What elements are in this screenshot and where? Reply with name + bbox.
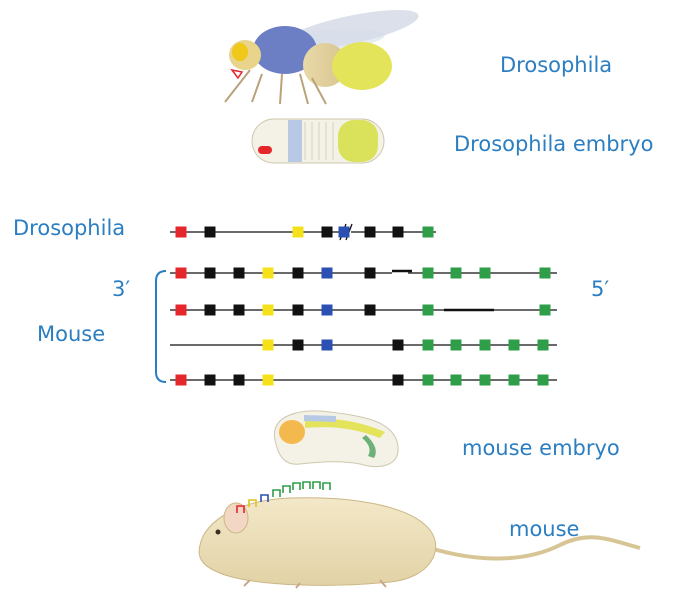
gene-row-mouse-hox-d — [170, 375, 557, 386]
gene-box-black — [293, 268, 304, 279]
fly-embryo-yellow-band — [338, 120, 378, 162]
fly-label: Drosophila — [500, 53, 612, 77]
mouse-embryo-head — [279, 420, 305, 444]
gene-box-black — [393, 340, 404, 351]
mouse-embryo-blue-band — [304, 415, 336, 422]
gene-box-blue — [322, 305, 333, 316]
mouse-bracket — [156, 271, 166, 382]
mouse-eye — [216, 530, 221, 535]
gene-box-black — [293, 305, 304, 316]
gene-box-yellow — [263, 268, 274, 279]
gene-box-red — [176, 268, 187, 279]
three-prime-label: 3′ — [112, 277, 130, 301]
gene-box-black — [234, 375, 245, 386]
gene-box-blue — [339, 227, 350, 238]
gene-box-black — [365, 268, 376, 279]
gene-box-black — [205, 227, 216, 238]
mouse-label: mouse — [509, 517, 579, 541]
gene-row-mouse-hox-a — [170, 268, 557, 279]
gene-box-green — [480, 340, 491, 351]
gene-box-black — [322, 227, 333, 238]
gene-box-green — [423, 340, 434, 351]
gene-box-green — [480, 375, 491, 386]
fly-embryo-red-mark — [258, 146, 272, 154]
gene-box-black — [365, 227, 376, 238]
fly-embryo-label: Drosophila embryo — [454, 132, 653, 156]
gene-box-green — [423, 375, 434, 386]
fly-illustration — [225, 2, 421, 104]
gene-box-black — [393, 375, 404, 386]
gene-box-black — [234, 268, 245, 279]
gene-box-black — [205, 305, 216, 316]
gene-box-green — [540, 305, 551, 316]
gene-box-red — [176, 375, 187, 386]
gene-box-black — [293, 340, 304, 351]
gene-box-black — [205, 375, 216, 386]
gene-box-yellow — [263, 375, 274, 386]
gene-row-drosophila-hom-c — [170, 224, 436, 240]
mouse-embryo-illustration — [274, 411, 398, 467]
gene-box-green — [480, 268, 491, 279]
gene-box-green — [538, 340, 549, 351]
gene-box-green — [509, 340, 520, 351]
gene-box-red — [176, 305, 187, 316]
mouse-green-vertebrae — [273, 482, 330, 497]
gene-box-black — [234, 305, 245, 316]
gene-box-green — [451, 375, 462, 386]
gene-box-red — [176, 227, 187, 238]
gene-box-green — [451, 268, 462, 279]
gene-box-black — [365, 305, 376, 316]
gene-box-green — [423, 268, 434, 279]
gene-box-yellow — [263, 340, 274, 351]
gene-box-yellow — [293, 227, 304, 238]
gene-box-yellow — [263, 305, 274, 316]
gene-box-blue — [322, 268, 333, 279]
gene-box-green — [538, 375, 549, 386]
gene-box-black — [393, 227, 404, 238]
gene-box-green — [423, 227, 434, 238]
gene-clusters — [170, 224, 557, 386]
gene-row-mouse-hox-b — [170, 305, 557, 316]
gene-box-green — [509, 375, 520, 386]
fly-embryo-illustration — [252, 119, 384, 163]
gene-box-green — [423, 305, 434, 316]
fly-abdomen-yellow — [332, 42, 392, 90]
fly-eye — [232, 43, 248, 61]
fly-embryo-blue-band — [288, 120, 302, 162]
mouse-embryo-label: mouse embryo — [462, 436, 620, 460]
gene-row-mouse-hox-c — [170, 340, 557, 351]
gene-box-green — [451, 340, 462, 351]
fly-mouthpart — [232, 70, 242, 78]
drosophila-row-label: Drosophila — [13, 216, 125, 240]
mouse-group-label: Mouse — [37, 322, 105, 346]
gene-box-blue — [322, 340, 333, 351]
gene-box-black — [205, 268, 216, 279]
gene-box-green — [540, 268, 551, 279]
five-prime-label: 5′ — [591, 277, 609, 301]
